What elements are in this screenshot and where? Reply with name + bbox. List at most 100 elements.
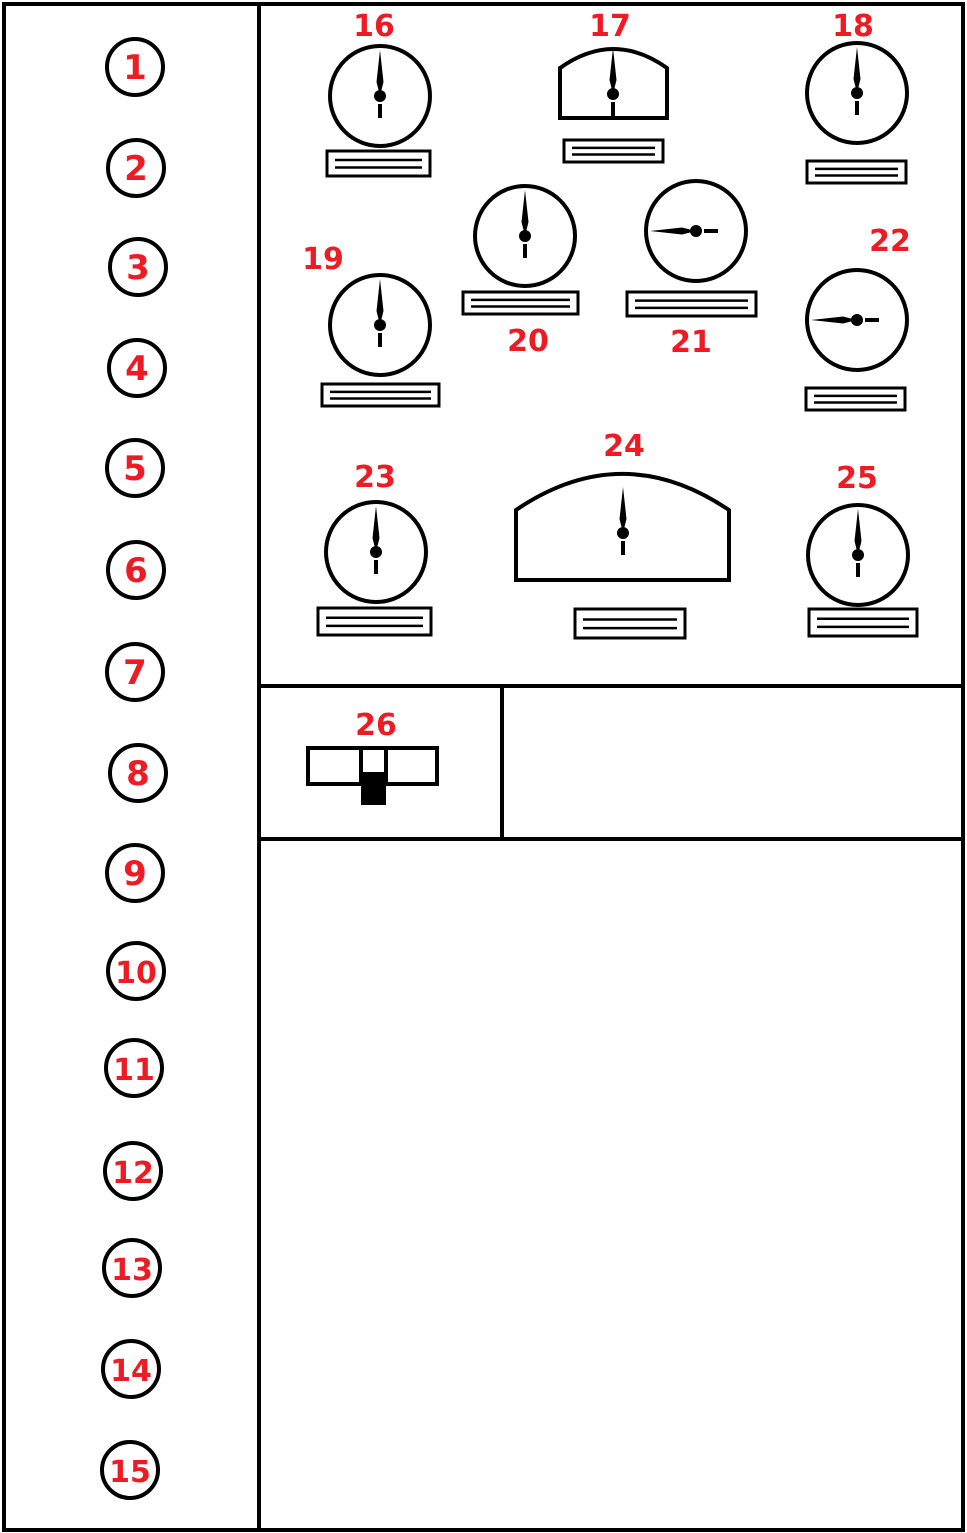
marker-circle [100,1440,160,1500]
marker-9: 9 [105,843,165,903]
marker-13: 13 [102,1238,162,1298]
marker-circle [106,941,166,1001]
marker-8: 8 [108,743,168,803]
gauge-dial [644,179,748,283]
gauge-panel: 16 17 18 19 20 21 22 23 24 25 [302,9,919,640]
indicator-26: 26 [306,708,439,805]
gauge-22: 22 [804,224,911,412]
needle-icon [811,314,879,326]
needle-icon [852,509,864,577]
marker-circle [106,138,166,198]
marker-circle [108,237,168,297]
gauge-dial [328,44,432,148]
marker-circle [105,843,165,903]
marker-label: 8 [126,754,150,794]
marker-7: 7 [105,642,165,702]
gauge-placard [562,138,665,164]
marker-label: 6 [124,551,148,591]
marker-2: 2 [106,138,166,198]
gauge-dial [558,47,669,120]
marker-label: 1 [123,48,147,88]
gauge-label: 16 [353,9,395,44]
gauge-label: 25 [836,461,878,496]
needle-icon [851,47,863,115]
gauge-placard [573,607,687,640]
marker-1: 1 [105,37,165,97]
gauge-label: 24 [603,429,645,464]
gauge-label: 21 [670,325,712,360]
marker-circle [101,1339,161,1399]
indicator-fill [361,772,386,805]
gauge-placard [804,386,907,412]
needle-icon [370,506,382,574]
marker-14: 14 [101,1339,161,1399]
gauge-placard [805,159,908,185]
gauge-placard [461,290,580,316]
marker-label: 3 [126,248,150,288]
marker-5: 5 [105,438,165,498]
marker-label: 4 [125,349,149,389]
gauge-dial [806,503,910,607]
gauge-dial [324,500,428,604]
gauge-placard [625,290,758,318]
gauge-16: 16 [325,9,432,178]
marker-circle [102,1238,162,1298]
marker-label: 14 [110,1354,152,1389]
marker-label: 2 [124,149,148,189]
gauge-label: 18 [832,9,874,44]
needle-icon [374,50,386,118]
gauge-23: 23 [316,460,433,637]
marker-circle [107,338,167,398]
marker-circle [105,438,165,498]
gauge-dial [805,41,909,145]
gauge-dial [805,268,909,372]
marker-11: 11 [104,1038,164,1098]
marker-label: 12 [112,1156,154,1191]
gauge-dial [514,471,731,582]
gauge-label: 22 [869,224,911,259]
marker-circle [103,1141,163,1201]
needle-icon [617,487,629,555]
gauge-label: 23 [354,460,396,495]
marker-circle [104,1038,164,1098]
needle-icon [519,190,531,258]
marker-label: 11 [113,1053,155,1088]
marker-circle [106,540,166,600]
gauge-19: 19 [302,242,441,408]
marker-label: 9 [123,854,147,894]
marker-15: 15 [100,1440,160,1500]
marker-label: 10 [115,956,157,991]
marker-label: 7 [123,653,147,693]
marker-circle [105,642,165,702]
gauge-label: 19 [302,242,344,277]
marker-12: 12 [103,1141,163,1201]
gauge-placard [320,382,441,408]
gauge-dial [473,184,577,288]
gauge-placard [325,149,432,178]
marker-label: 13 [111,1253,153,1288]
gauge-placard [807,607,919,638]
gauge-17: 17 [558,9,669,164]
gauge-24: 24 [514,429,731,640]
gauge-dial [328,273,432,377]
marker-label: 15 [109,1455,151,1490]
gauge-20: 20 [461,184,580,359]
marker-10: 10 [106,941,166,1001]
gauge-18: 18 [805,9,909,185]
needle-icon [607,48,619,116]
marker-circle [105,37,165,97]
needle-icon [374,279,386,347]
marker-label: 5 [123,449,147,489]
gauge-placard [316,606,433,637]
indicator-label: 26 [355,708,397,743]
gauge-label: 17 [589,9,631,44]
gauge-25: 25 [806,461,919,638]
marker-6: 6 [106,540,166,600]
needle-icon [650,225,718,237]
gauge-label: 20 [507,324,549,359]
marker-4: 4 [107,338,167,398]
